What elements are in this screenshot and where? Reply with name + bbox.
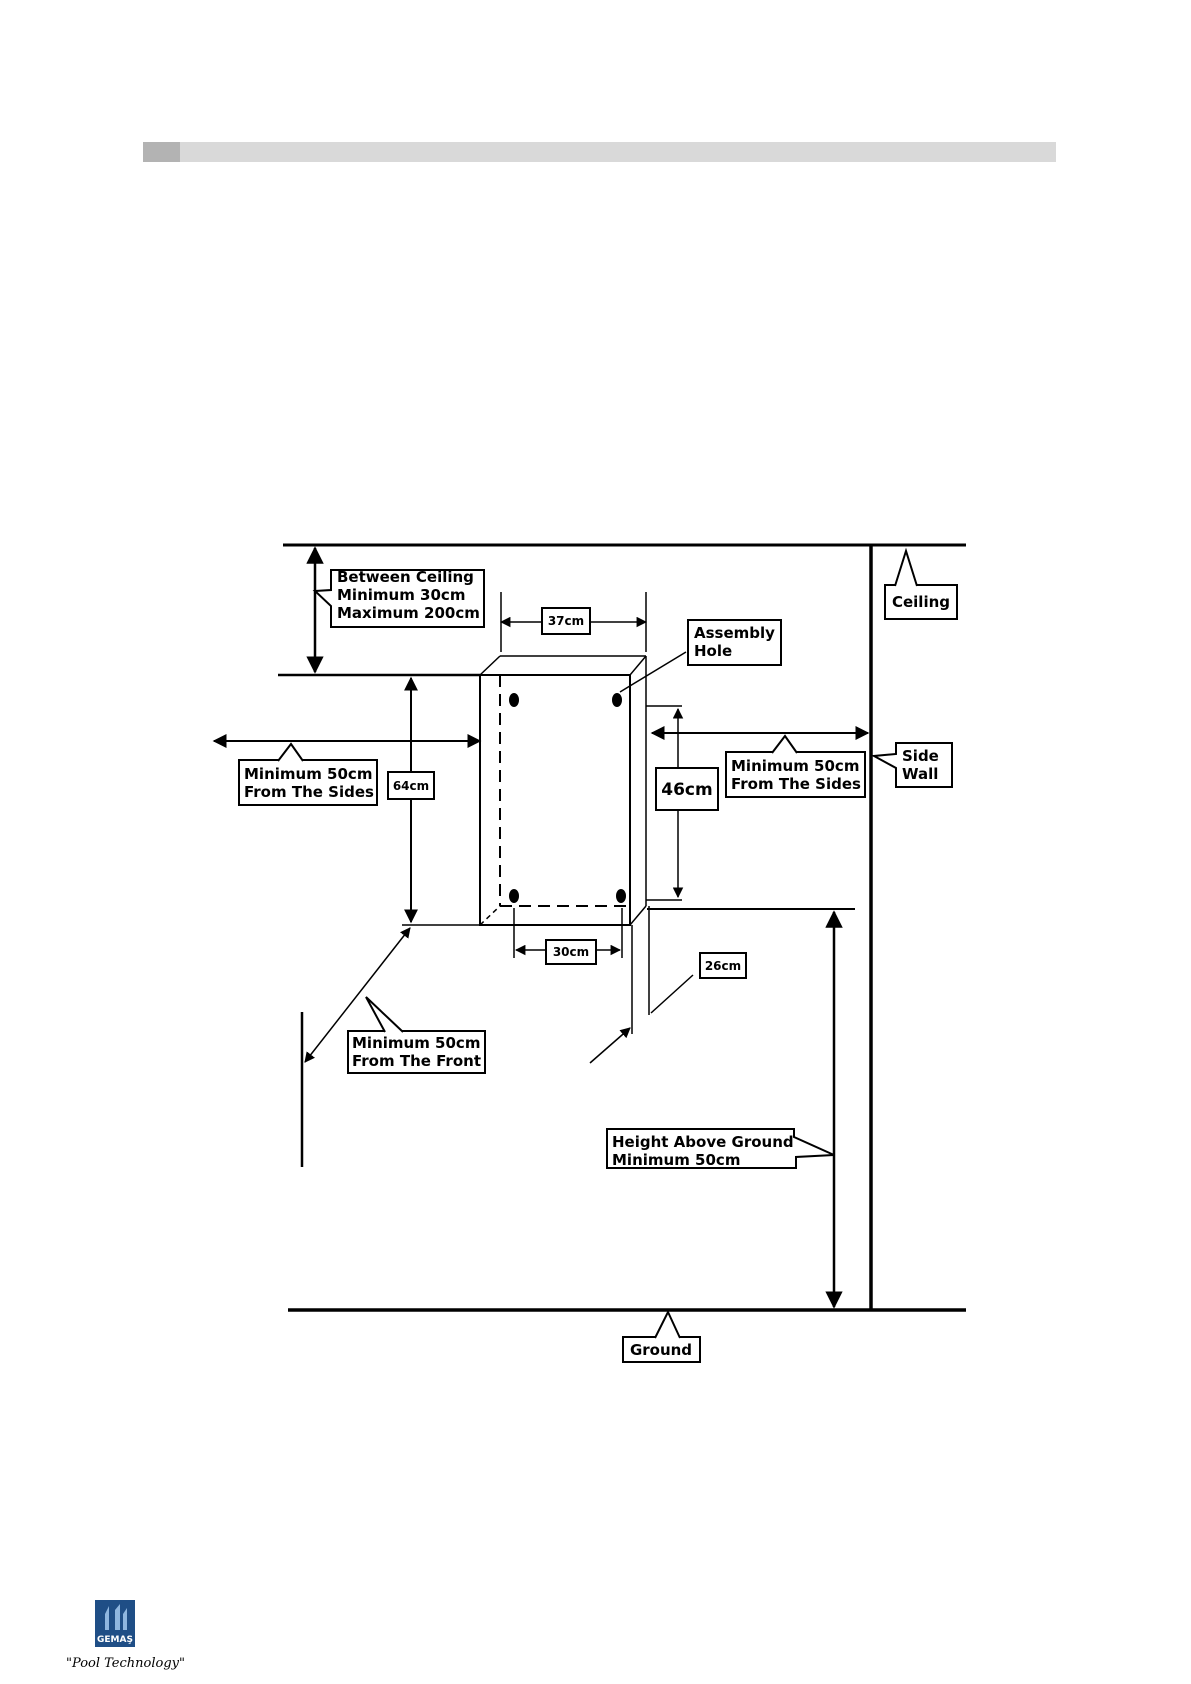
svg-text:Ceiling: Ceiling bbox=[892, 593, 950, 611]
svg-text:Minimum 50cm: Minimum 50cm bbox=[244, 765, 372, 783]
callout-width-top: 37cm bbox=[542, 608, 590, 634]
callout-depth: 26cm bbox=[700, 953, 746, 978]
callout-side-left: Minimum 50cm From The Sides bbox=[239, 744, 377, 805]
logo-name: GEMAŞ bbox=[95, 1635, 135, 1645]
svg-text:Minimum 50cm: Minimum 50cm bbox=[612, 1151, 740, 1169]
svg-text:64cm: 64cm bbox=[393, 779, 429, 793]
assembly-hole-markers bbox=[509, 693, 626, 903]
svg-text:Side: Side bbox=[902, 747, 939, 765]
callout-ceiling-gap: Between Ceiling Minimum 30cm Maximum 200… bbox=[315, 568, 484, 627]
svg-text:From The Sides: From The Sides bbox=[731, 775, 861, 793]
callout-ceiling: Ceiling bbox=[885, 551, 957, 619]
callout-side-right: Minimum 50cm From The Sides bbox=[726, 736, 865, 797]
callout-front: Minimum 50cm From The Front bbox=[348, 997, 485, 1073]
callout-height-46: 46cm bbox=[656, 768, 718, 810]
svg-text:Ground: Ground bbox=[630, 1341, 692, 1359]
svg-text:Wall: Wall bbox=[902, 765, 938, 783]
callout-height-ground: Height Above Ground Minimum 50cm bbox=[607, 1129, 834, 1169]
svg-text:Minimum 50cm: Minimum 50cm bbox=[731, 757, 859, 775]
svg-text:Assembly: Assembly bbox=[694, 624, 775, 642]
svg-text:From The Front: From The Front bbox=[352, 1052, 481, 1070]
svg-text:Minimum 30cm: Minimum 30cm bbox=[337, 586, 465, 604]
callout-width-bottom: 30cm bbox=[546, 940, 596, 964]
svg-text:Height Above Ground: Height Above Ground bbox=[612, 1133, 794, 1151]
callout-side-wall: Side Wall bbox=[874, 743, 952, 787]
svg-text:Hole: Hole bbox=[694, 642, 732, 660]
svg-text:26cm: 26cm bbox=[705, 959, 741, 973]
callout-ground: Ground bbox=[623, 1312, 700, 1362]
svg-text:Minimum 50cm: Minimum 50cm bbox=[352, 1034, 480, 1052]
svg-text:Maximum 200cm: Maximum 200cm bbox=[337, 604, 480, 622]
callout-height-64: 64cm bbox=[388, 772, 434, 799]
svg-text:30cm: 30cm bbox=[553, 945, 589, 959]
gemas-logo: GEMAŞ bbox=[95, 1600, 135, 1647]
svg-text:46cm: 46cm bbox=[661, 780, 712, 800]
svg-text:From The Sides: From The Sides bbox=[244, 783, 374, 801]
svg-text:37cm: 37cm bbox=[548, 614, 584, 628]
callout-assembly-hole: Assembly Hole bbox=[688, 620, 781, 665]
logo-tagline: "Pool Technology" bbox=[66, 1656, 185, 1671]
svg-text:Between Ceiling: Between Ceiling bbox=[337, 568, 474, 586]
